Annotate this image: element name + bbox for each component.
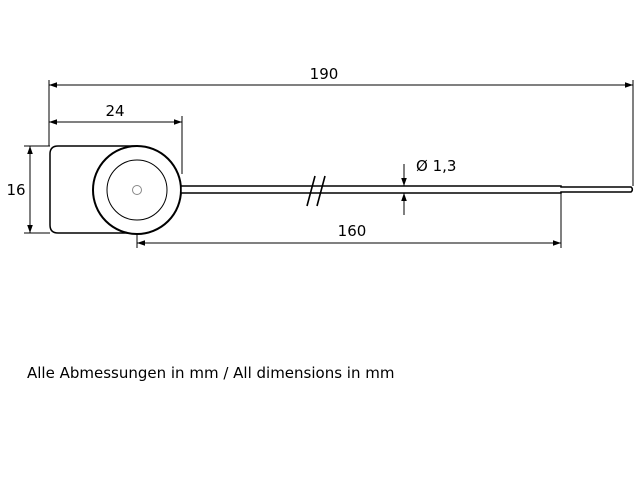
dim-label-wire-length: 160 bbox=[338, 222, 367, 240]
wire bbox=[180, 175, 634, 207]
dim-label-head-height: 16 bbox=[6, 181, 25, 199]
seal-cap-hub bbox=[132, 185, 142, 195]
dim-label-overall-length: 190 bbox=[310, 65, 339, 83]
seal-head bbox=[49, 145, 182, 235]
dimension-lines bbox=[27, 82, 633, 246]
dim-label-wire-diameter: Ø 1,3 bbox=[416, 157, 456, 175]
wire-body bbox=[180, 185, 634, 194]
break-mark bbox=[306, 175, 326, 207]
units-note: Alle Abmessungen in mm / All dimensions … bbox=[27, 364, 395, 382]
dim-label-head-length: 24 bbox=[105, 102, 124, 120]
